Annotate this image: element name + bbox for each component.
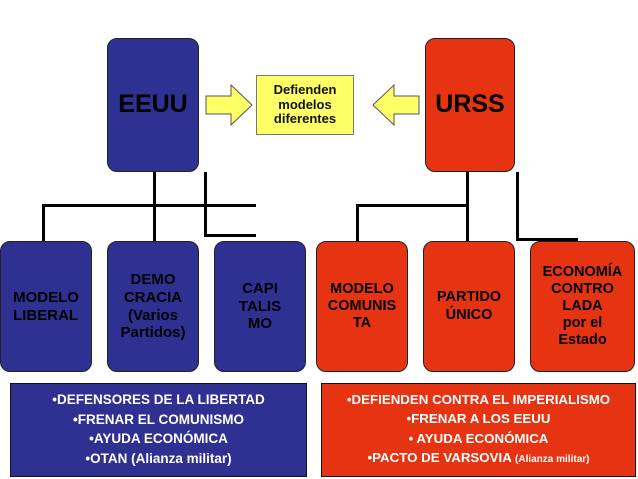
urss-info-line-4-small: (Alianza militar) bbox=[515, 453, 590, 465]
eeuu-info-box: •DEFENSORES DE LA LIBERTAD •FRENAR EL CO… bbox=[10, 383, 307, 477]
urss-child-label-2: PARTIDO ÚNICO bbox=[436, 289, 502, 323]
urss-connector-left-drop bbox=[356, 204, 359, 244]
urss-info-line-3: • AYUDA ECONÓMICA bbox=[408, 430, 549, 446]
eeuu-connector-horizontal bbox=[42, 204, 256, 207]
urss-connector-mid-drop bbox=[466, 204, 469, 244]
urss-box: URSS bbox=[425, 38, 515, 172]
eeuu-info-line-4: •OTAN (Alianza militar) bbox=[85, 450, 232, 466]
eeuu-info-line-3: •AYUDA ECONÓMICA bbox=[89, 431, 228, 447]
left-pointing-arrow-icon bbox=[372, 84, 420, 126]
eeuu-child-label-3: CAPI TALIS MO bbox=[238, 279, 282, 333]
urss-label: URSS bbox=[435, 90, 505, 119]
eeuu-connector-vertical bbox=[153, 172, 156, 206]
center-note-label: Defienden modelos diferentes bbox=[273, 81, 337, 127]
eeuu-child-box-3: CAPI TALIS MO bbox=[214, 241, 306, 372]
eeuu-info-line-1: •DEFENSORES DE LA LIBERTAD bbox=[52, 392, 265, 407]
urss-child-box-3: ECONOMÍA CONTRO LADA por el Estado bbox=[530, 241, 635, 372]
urss-connector-horizontal bbox=[356, 204, 469, 207]
urss-info-line-4-main: •PACTO DE VARSOVIA bbox=[367, 449, 516, 465]
eeuu-box: EEUU bbox=[107, 38, 199, 172]
eeuu-child-label-1: MODELO LIBERAL bbox=[13, 288, 79, 324]
eeuu-child-label-2: DEMO CRACIA (Varios Partidos) bbox=[120, 271, 186, 342]
eeuu-label: EEUU bbox=[118, 90, 188, 119]
eeuu-connector-right-step-h bbox=[204, 234, 256, 237]
urss-info-line-1: •DEFIENDEN CONTRA EL IMPERIALISMO bbox=[346, 392, 611, 407]
urss-info-line-2: •FRENAR A LOS EEUU bbox=[406, 411, 551, 427]
urss-child-box-2: PARTIDO ÚNICO bbox=[423, 241, 515, 372]
right-pointing-arrow-icon bbox=[205, 84, 253, 126]
eeuu-child-box-2: DEMO CRACIA (Varios Partidos) bbox=[107, 241, 199, 372]
urss-info-box: •DEFIENDEN CONTRA EL IMPERIALISMO •FRENA… bbox=[321, 383, 636, 477]
eeuu-connector-right-step-v bbox=[204, 172, 207, 236]
eeuu-connector-mid-drop bbox=[153, 204, 156, 244]
urss-child-box-1: MODELO COMUNIS TA bbox=[316, 241, 408, 372]
urss-child-label-1: MODELO COMUNIS TA bbox=[327, 280, 397, 332]
urss-connector-right-step-h bbox=[516, 238, 578, 241]
center-note-box: Defienden modelos diferentes bbox=[256, 75, 354, 135]
urss-info-line-4: •PACTO DE VARSOVIA (Alianza militar) bbox=[322, 448, 635, 468]
urss-connector-vertical bbox=[466, 172, 469, 206]
eeuu-child-box-1: MODELO LIBERAL bbox=[0, 241, 92, 372]
eeuu-connector-left-drop bbox=[42, 204, 45, 244]
eeuu-info-line-2: •FRENAR EL COMUNISMO bbox=[73, 411, 244, 427]
urss-connector-right-step-v bbox=[516, 172, 519, 240]
urss-child-label-3: ECONOMÍA CONTRO LADA por el Estado bbox=[542, 263, 623, 349]
